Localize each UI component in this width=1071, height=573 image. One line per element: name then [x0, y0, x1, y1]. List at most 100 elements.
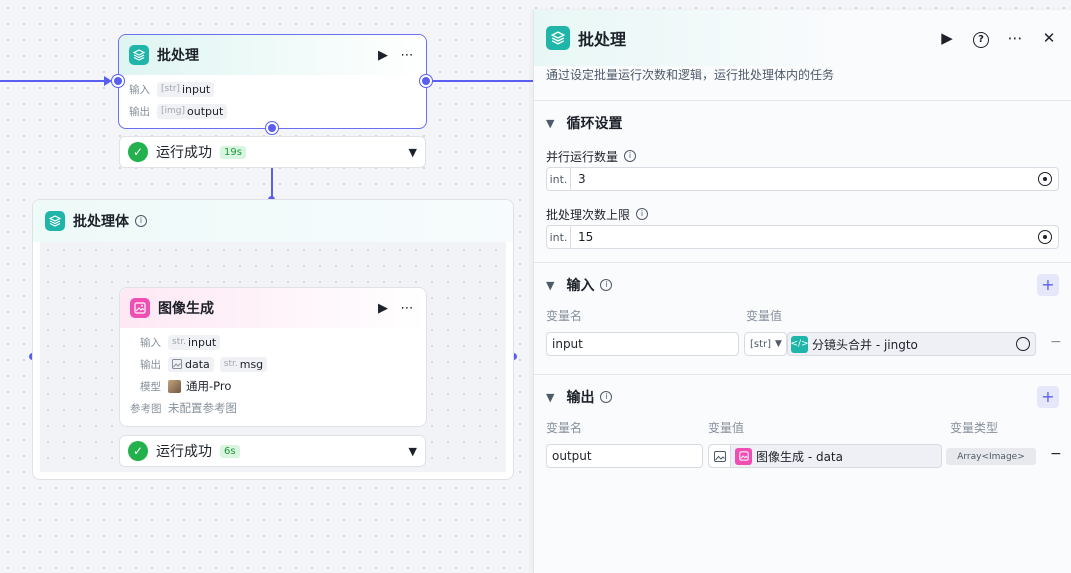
image-output-row: 输出 data str.msg: [120, 353, 426, 375]
panel-description: 通过设定批量运行次数和逻辑，运行批处理体内的任务: [546, 68, 835, 82]
max-input[interactable]: int. 15: [546, 225, 1059, 249]
add-output-button[interactable]: +: [1037, 386, 1059, 408]
output-tag: [img]output: [157, 103, 228, 119]
layers-icon: [129, 45, 149, 65]
input-label: 输入: [129, 83, 150, 96]
loop-section-title: 循环设置: [566, 116, 623, 132]
batch-port-right[interactable]: [420, 75, 432, 87]
image-icon: [172, 359, 182, 369]
chevron-down-icon[interactable]: ▼: [408, 145, 417, 159]
chevron-down-icon[interactable]: ▼: [775, 339, 782, 349]
input-vars: 变量名 变量值 input [str]▼ </> 分镜头合并 - jingto …: [534, 307, 1071, 369]
variable-ref-icon[interactable]: [1016, 337, 1030, 351]
properties-panel: 批处理 ▶ ? ⋯ ✕ 通过设定批量运行次数和逻辑，运行批处理体内的任务 ▼ 循…: [533, 10, 1071, 573]
info-icon[interactable]: i: [135, 215, 147, 227]
input-section-title: 输入: [566, 278, 595, 294]
ref-label: 参考图: [130, 402, 162, 415]
batch-node[interactable]: 批处理 ▶ ⋯ 输入 [str]input 输出 [img]output: [118, 34, 427, 129]
batch-body-header[interactable]: 批处理体 i: [33, 200, 513, 242]
remove-input-button[interactable]: −: [1050, 334, 1062, 350]
image-input-row: 输入 str.input: [120, 331, 426, 353]
divider: [534, 262, 1071, 263]
batch-body-title: 批处理体: [73, 214, 129, 230]
out-name-header: 变量名: [546, 421, 583, 435]
input-var-type-select[interactable]: [str]▼: [744, 332, 787, 356]
batch-output-row: 输出 [img]output: [119, 100, 426, 122]
input-label: 输入: [140, 336, 161, 349]
var-name-header: 变量名: [546, 309, 583, 323]
variable-ref-icon[interactable]: [1038, 230, 1052, 244]
image-node[interactable]: 图像生成 ▶ ⋯ 输入 str.input 输出 data str.msg 模型…: [119, 287, 427, 427]
layers-icon: [546, 26, 570, 50]
chevron-down-icon[interactable]: ▼: [546, 278, 555, 292]
code-icon: </>: [790, 335, 809, 353]
model-avatar: [168, 379, 181, 393]
parallel-value[interactable]: 3: [578, 172, 586, 186]
image-node-header[interactable]: 图像生成 ▶ ⋯: [120, 288, 426, 328]
output-section-header[interactable]: ▼ 输出 i +: [534, 375, 1071, 419]
help-icon[interactable]: ?: [971, 28, 991, 48]
int-prefix: int.: [547, 226, 571, 248]
more-icon[interactable]: ⋯: [400, 47, 414, 63]
info-icon[interactable]: i: [636, 208, 649, 220]
batch-node-header[interactable]: 批处理 ▶ ⋯: [119, 35, 426, 75]
input-var-name-field[interactable]: input: [546, 332, 739, 356]
input-tag: str.input: [168, 334, 221, 350]
output-var-name-field[interactable]: output: [546, 444, 703, 468]
model-value: 通用-Pro: [186, 379, 232, 393]
parallel-label: 并行运行数量 i: [534, 145, 1071, 167]
chevron-down-icon[interactable]: ▼: [546, 116, 555, 130]
image-ref-row: 参考图 未配置参考图: [120, 397, 426, 419]
batch-input-row: 输入 [str]input: [119, 78, 426, 100]
image-status-bar[interactable]: ✓ 运行成功 6s ▼: [119, 435, 426, 467]
var-value-header: 变量值: [746, 309, 783, 323]
edge-in-batch: [0, 80, 108, 82]
edge-batch-body: [271, 168, 273, 200]
batch-time-badge: 19s: [220, 145, 246, 159]
output-var-ref-field[interactable]: 图像生成 - data: [708, 444, 942, 468]
model-label: 模型: [140, 380, 161, 393]
more-icon[interactable]: ⋯: [400, 300, 414, 316]
output-tag-data: data: [168, 356, 214, 372]
image-icon: [130, 298, 150, 318]
input-var-ref-field[interactable]: </> 分镜头合并 - jingto: [787, 332, 1036, 356]
add-input-button[interactable]: +: [1037, 274, 1059, 296]
remove-output-button[interactable]: −: [1050, 446, 1062, 462]
output-section-title: 输出: [566, 390, 595, 406]
out-type-header: 变量类型: [950, 421, 999, 435]
image-icon: [735, 447, 752, 465]
more-icon[interactable]: ⋯: [1007, 29, 1023, 47]
batch-body-canvas[interactable]: [40, 242, 506, 472]
loop-section-header[interactable]: ▼ 循环设置: [534, 101, 1071, 145]
run-icon[interactable]: ▶: [378, 47, 388, 63]
max-label: 批处理次数上限 i: [534, 203, 1071, 225]
input-tag: [str]input: [157, 81, 215, 97]
check-icon: ✓: [128, 142, 148, 162]
image-model-row: 模型 通用-Pro: [120, 375, 426, 397]
max-value[interactable]: 15: [578, 230, 594, 244]
ref-value: 未配置参考图: [168, 401, 237, 415]
info-icon[interactable]: i: [624, 150, 637, 162]
input-section-header[interactable]: ▼ 输入 i +: [534, 263, 1071, 307]
batch-port-bottom[interactable]: [266, 122, 278, 134]
batch-body[interactable]: 批处理体 i: [32, 199, 514, 480]
chevron-down-icon[interactable]: ▼: [408, 444, 417, 458]
batch-port-left[interactable]: [112, 75, 124, 87]
batch-status-text: 运行成功: [156, 145, 212, 161]
output-vars: 变量名 变量值 变量类型 output 图像生成 - data Array<Im…: [534, 419, 1071, 481]
image-time-badge: 6s: [220, 444, 240, 458]
divider: [534, 100, 1071, 101]
batch-status-bar[interactable]: ✓ 运行成功 19s ▼: [119, 136, 426, 168]
parallel-input[interactable]: int. 3: [546, 167, 1059, 191]
info-icon[interactable]: i: [600, 391, 613, 403]
chevron-down-icon[interactable]: ▼: [546, 390, 555, 404]
output-type-badge: Array<Image>: [946, 448, 1036, 465]
close-icon[interactable]: ✕: [1042, 29, 1056, 47]
run-icon[interactable]: ▶: [941, 29, 953, 47]
int-prefix: int.: [547, 168, 571, 190]
panel-title: 批处理: [578, 30, 627, 49]
variable-ref-icon[interactable]: [1038, 172, 1052, 186]
info-icon[interactable]: i: [600, 279, 613, 291]
run-icon[interactable]: ▶: [378, 300, 388, 316]
image-node-title: 图像生成: [158, 301, 214, 317]
